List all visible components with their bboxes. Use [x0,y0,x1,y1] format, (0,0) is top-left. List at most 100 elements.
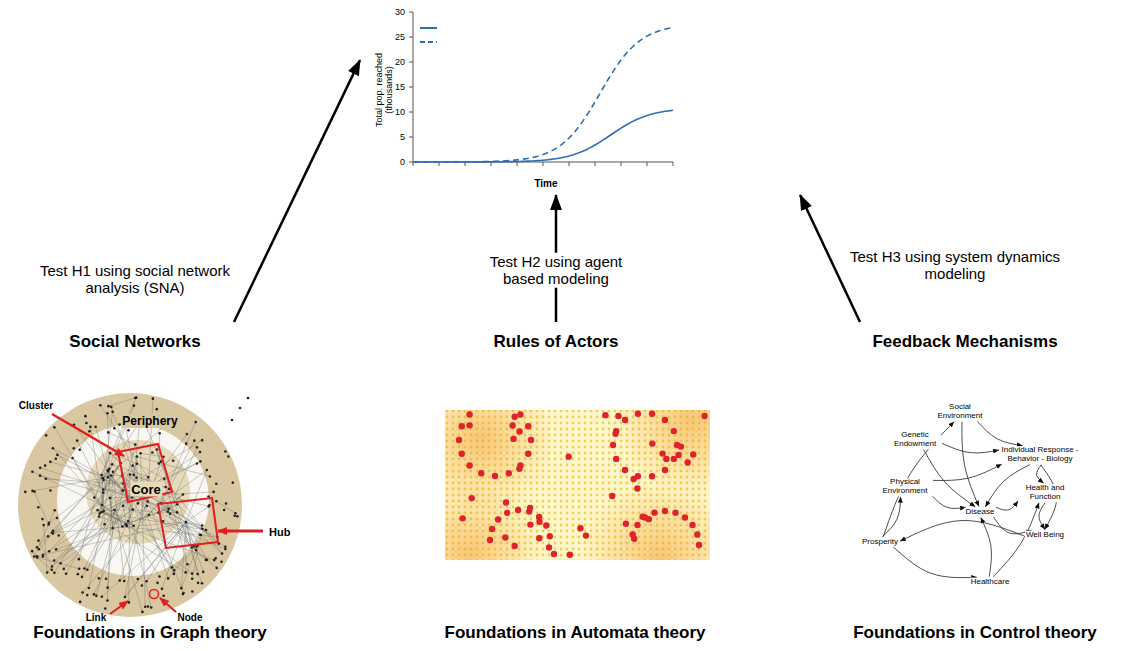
network-link [102,398,137,475]
network-node [113,509,116,512]
part-label: Core [130,482,162,497]
network-node [99,404,102,407]
network-node [234,512,237,515]
network-node [42,555,45,558]
legend-sample-solid [420,27,437,29]
y-tick [409,137,413,138]
tick-label: 0 [399,157,406,167]
network-link [49,510,55,523]
network-link [168,504,177,511]
variable-label: Prosperity [862,538,898,547]
network-node [194,421,197,424]
agent [503,499,509,505]
network-node [89,426,92,429]
legend-sample-dashed [420,41,437,43]
chart-curves [413,28,673,162]
agent [649,473,655,479]
part-label: Node [177,612,204,623]
agent [527,521,533,527]
agent [609,493,615,499]
network-node [31,470,34,473]
network-node [57,534,60,537]
network-link [34,525,48,557]
network-node [158,575,161,578]
network-node [93,496,96,499]
agent [684,459,690,465]
network-node [98,515,101,518]
agent [631,536,637,542]
agent [690,451,696,457]
network-node [24,491,27,494]
network-node [109,452,112,455]
network-node [163,477,166,480]
network-node [164,486,167,489]
network-node [201,527,204,530]
agent [682,514,688,520]
network-node [185,521,188,524]
network-node [100,511,103,514]
network-node [199,451,202,454]
network-node [231,419,234,422]
agent [547,533,553,539]
network-node [161,588,164,591]
network-node [196,573,199,576]
network-node [71,457,74,460]
network-node [200,534,203,537]
network-node [78,448,81,451]
network-node [169,512,172,515]
y-tick [409,37,413,38]
network-node [136,578,139,581]
network-node [59,562,62,565]
network-link [123,452,200,506]
network-node [55,548,58,551]
variable-label: Well Being [1026,531,1064,540]
network-link [168,545,198,578]
tick-label: 30 [394,7,406,17]
network-node [101,477,104,480]
network-node [236,515,239,518]
dashed-curve [413,28,673,162]
network-node [141,611,144,614]
network-node [33,490,36,493]
network-node [105,577,108,580]
network-node [176,503,179,506]
network-node [215,567,218,570]
network-node [49,489,52,492]
agent [675,452,681,458]
agent [613,456,619,462]
network-link [125,522,186,597]
edge-label: Test H2 using agent based modeling [474,253,639,288]
network-node [176,511,179,514]
network-node [94,426,97,429]
variable-label: Genetic Endowment [890,431,940,449]
network-node [37,539,40,542]
network-node [121,489,124,492]
network-node [39,474,42,477]
network-link [142,418,186,522]
agent [546,544,552,550]
network-link [186,522,198,574]
network-node [103,523,106,526]
network-link [98,510,126,524]
feedback-arrow [942,443,999,453]
network-node [221,552,224,555]
network-node [180,587,183,590]
network-link [134,503,162,526]
causal-variable: Physical Environment [878,478,932,496]
network-node [191,590,194,593]
network-node [231,481,234,484]
network-node [201,439,204,442]
feedback-arrow [996,501,1018,510]
causal-variable: Health and Function [1019,484,1071,502]
network-link [94,521,128,594]
agent [662,417,668,423]
network-node [111,527,114,530]
causal-variable: Prosperity [861,538,899,547]
network-node [233,514,236,517]
network-node [144,605,147,608]
x-tick [569,162,570,166]
tick-label: 5 [399,132,406,142]
network-node [247,397,250,400]
network-node [101,595,104,598]
agent [515,507,521,513]
